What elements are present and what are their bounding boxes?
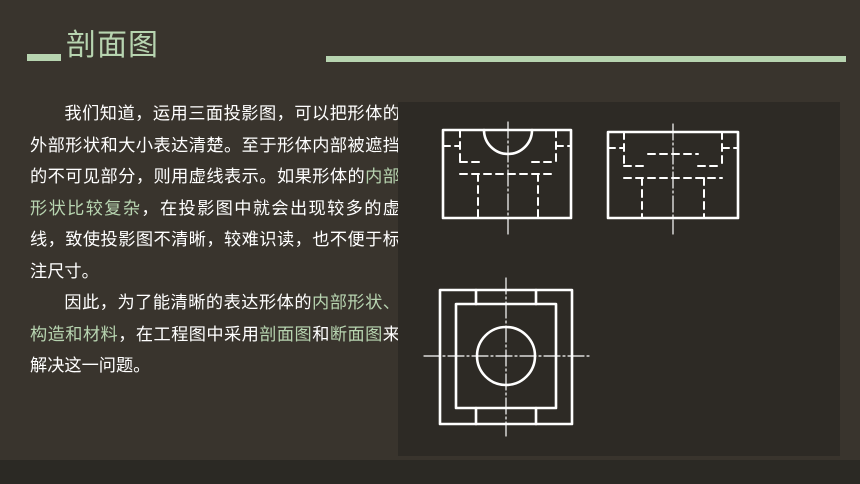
para2-highlight-b: 剖面图 xyxy=(259,324,313,345)
front-view xyxy=(441,121,573,237)
top-notch-lines xyxy=(474,288,538,426)
para1-text-b: ，在投影图中就会出现较多的虚线，致使投影图不清晰，较难识读，也不便于标注尺寸。 xyxy=(30,198,400,282)
front-hidden-lines xyxy=(442,129,572,219)
front-outline xyxy=(441,128,573,220)
slide-title: 剖面图 xyxy=(66,28,159,63)
para2-text-d: 来解决这一问题。 xyxy=(30,324,400,377)
para2-text-a: 因此，为了能清晰的表达形体的 xyxy=(64,293,313,313)
para2-text-b: ，在工程图中采用 xyxy=(118,324,260,345)
paragraph-2: 因此，为了能清晰的表达形体的内部形状、构造和材料，在工程图中采用剖面图和断面图来… xyxy=(30,288,400,383)
side-view xyxy=(606,123,740,235)
para1-text-a: 我们知道，运用三面投影图，可以把形体的外部形状和大小表达清楚。至于形体内部被遮挡… xyxy=(30,104,400,187)
footer-band xyxy=(0,460,860,484)
title-underline xyxy=(326,56,846,62)
side-hidden-lines xyxy=(607,131,739,219)
para2-text-c: 和 xyxy=(312,324,330,345)
para2-highlight-c: 断面图 xyxy=(329,324,383,345)
top-view xyxy=(423,277,591,437)
paragraph-1: 我们知道，运用三面投影图，可以把形体的外部形状和大小表达清楚。至于形体内部被遮挡… xyxy=(30,99,400,288)
projection-drawing xyxy=(398,102,840,456)
title-accent-bar xyxy=(27,54,61,61)
para2-highlight-a: 内部形状、构造和材料 xyxy=(30,293,400,345)
body-text: 我们知道，运用三面投影图，可以把形体的外部形状和大小表达清楚。至于形体内部被遮挡… xyxy=(30,99,400,383)
para1-highlight: 内部形状比较复杂 xyxy=(30,167,400,219)
